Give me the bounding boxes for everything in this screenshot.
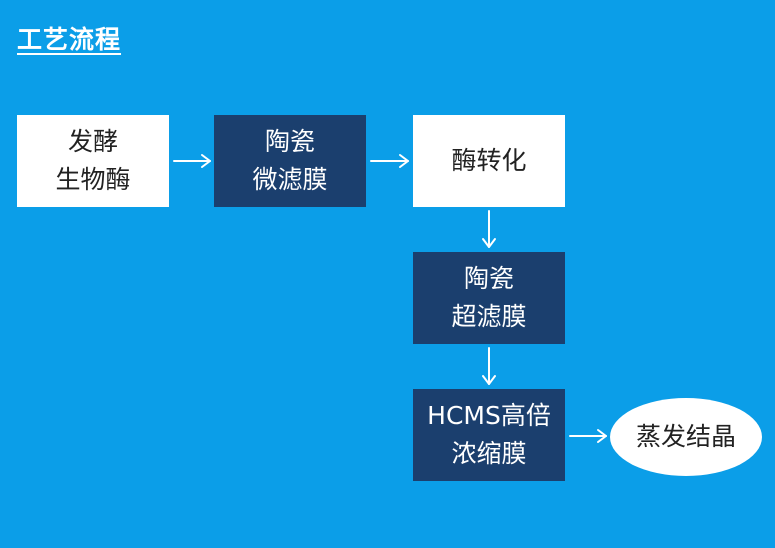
arrow-4-to-5 xyxy=(482,347,496,385)
step-5-line-1: HCMS高倍 xyxy=(427,401,551,430)
step-ceramic-ultrafiltration: 陶瓷 超滤膜 xyxy=(413,252,565,344)
step-ceramic-microfiltration: 陶瓷 微滤膜 xyxy=(214,115,366,207)
step-2-line-1: 陶瓷 xyxy=(264,127,315,156)
step-6-line-1: 蒸发结晶 xyxy=(635,422,736,451)
step-hcms-concentration: HCMS高倍 浓缩膜 xyxy=(413,389,565,481)
arrow-3-to-4 xyxy=(482,210,496,248)
step-4-line-1: 陶瓷 xyxy=(463,264,514,293)
step-1-line-1: 发酵 xyxy=(67,127,118,156)
page-title: 工艺流程 xyxy=(17,25,122,54)
step-5-line-2: 浓缩膜 xyxy=(451,439,527,468)
arrow-1-to-2 xyxy=(173,154,211,168)
step-evaporation-crystallization: 蒸发结晶 xyxy=(610,398,762,476)
arrow-2-to-3 xyxy=(370,154,409,168)
step-3-line-1: 酶转化 xyxy=(451,146,527,175)
step-1-line-2: 生物酶 xyxy=(55,165,131,194)
step-fermentation-enzyme: 发酵 生物酶 xyxy=(17,115,169,207)
arrow-5-to-6 xyxy=(569,429,607,443)
step-2-line-2: 微滤膜 xyxy=(252,165,328,194)
step-4-line-2: 超滤膜 xyxy=(451,302,527,331)
step-enzyme-conversion: 酶转化 xyxy=(413,115,565,207)
